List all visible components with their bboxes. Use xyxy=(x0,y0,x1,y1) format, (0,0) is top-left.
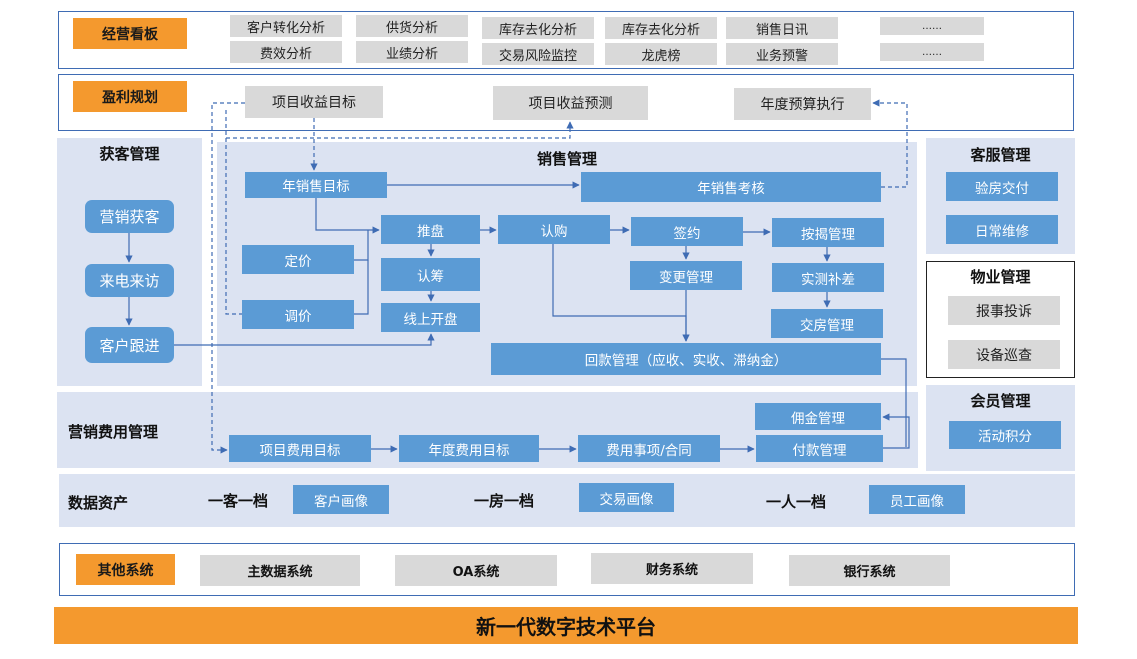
cost-commission[interactable]: 佣金管理 xyxy=(755,403,881,430)
service-item[interactable]: 验房交付 xyxy=(946,172,1058,201)
arrow-adjust-to-push xyxy=(354,260,369,315)
sales-raise[interactable]: 认筹 xyxy=(381,258,480,291)
dashboard-item[interactable]: …… xyxy=(880,43,984,61)
sales-annual-review[interactable]: 年销售考核 xyxy=(581,172,881,202)
cost-contract[interactable]: 费用事项/合同 xyxy=(578,435,720,462)
sales-change[interactable]: 变更管理 xyxy=(630,261,742,290)
service-title: 客服管理 xyxy=(970,145,1031,164)
acquire-title: 获客管理 xyxy=(99,144,160,163)
sales-measure[interactable]: 实测补差 xyxy=(772,263,884,292)
dashboard-item[interactable]: 供货分析 xyxy=(356,15,468,37)
sales-sign[interactable]: 签约 xyxy=(631,217,743,246)
dash-forecast-up xyxy=(226,121,574,139)
service-item[interactable]: 日常维修 xyxy=(946,215,1058,244)
sales-subscribe[interactable]: 认购 xyxy=(498,215,610,244)
profit-target[interactable]: 项目收益目标 xyxy=(245,86,383,118)
dash-profit-left xyxy=(211,102,245,454)
profit-title[interactable]: 盈利规划 xyxy=(73,81,187,112)
sales-payment[interactable]: 回款管理（应收、实收、滞纳金） xyxy=(491,343,881,375)
cost-annual[interactable]: 年度费用目标 xyxy=(399,435,539,462)
sales-mortgage[interactable]: 按揭管理 xyxy=(772,218,884,247)
cost-project[interactable]: 项目费用目标 xyxy=(229,435,371,462)
sales-price-adjust[interactable]: 调价 xyxy=(242,300,354,329)
data-assets-label: 一人一档 xyxy=(766,493,827,511)
dashboard-item[interactable]: 客户转化分析 xyxy=(230,15,342,37)
dashboard-item[interactable]: 库存去化分析 xyxy=(605,17,717,39)
other-title[interactable]: 其他系统 xyxy=(76,554,175,585)
dash-to-forecast xyxy=(225,110,242,315)
property-item[interactable]: 报事投诉 xyxy=(948,296,1060,325)
sales-online-open[interactable]: 线上开盘 xyxy=(381,303,480,332)
cost-pay[interactable]: 付款管理 xyxy=(756,435,883,462)
arrow-payment-to-pay xyxy=(881,358,907,447)
dashboard-item[interactable]: 业务预警 xyxy=(726,43,838,65)
other-item[interactable]: 主数据系统 xyxy=(200,555,360,586)
member-item[interactable]: 活动积分 xyxy=(949,421,1061,449)
data-assets-tag[interactable]: 客户画像 xyxy=(293,485,389,514)
arrow-pay-to-commission xyxy=(882,413,910,449)
data-assets-tag[interactable]: 交易画像 xyxy=(579,483,674,512)
sales-push[interactable]: 推盘 xyxy=(381,215,480,244)
arrow-target-to-push xyxy=(315,198,380,234)
platform-footer: 新一代数字技术平台 xyxy=(54,607,1078,644)
arrow-pricing-to-push xyxy=(354,230,369,261)
dashboard-title[interactable]: 经营看板 xyxy=(73,18,187,49)
acquire-item[interactable]: 营销获客 xyxy=(85,200,174,233)
arrow-subscribe-to-payment xyxy=(552,244,690,342)
other-item[interactable]: OA系统 xyxy=(395,555,557,586)
acquire-item[interactable]: 来电来访 xyxy=(85,264,174,297)
data-assets-label: 一房一档 xyxy=(474,492,535,510)
other-item[interactable]: 财务系统 xyxy=(591,553,753,584)
dashboard-item[interactable]: 交易风险监控 xyxy=(482,43,594,65)
sales-title: 销售管理 xyxy=(536,149,597,168)
marketing-cost-title: 营销费用管理 xyxy=(68,423,159,441)
dashboard-item[interactable]: 销售日讯 xyxy=(726,17,838,39)
acquire-item[interactable]: 客户跟进 xyxy=(85,327,174,363)
profit-budget[interactable]: 年度预算执行 xyxy=(734,88,871,120)
profit-forecast[interactable]: 项目收益预测 xyxy=(493,86,648,120)
dashboard-item[interactable]: 龙虎榜 xyxy=(605,43,717,65)
dashboard-item[interactable]: …… xyxy=(880,17,984,35)
data-assets-label: 一客一档 xyxy=(208,492,269,510)
data-assets-tag[interactable]: 员工画像 xyxy=(869,485,965,514)
sales-pricing[interactable]: 定价 xyxy=(242,245,354,274)
property-title: 物业管理 xyxy=(970,267,1031,286)
sales-annual-target[interactable]: 年销售目标 xyxy=(245,172,387,198)
data-assets-title: 数据资产 xyxy=(68,494,129,512)
dashboard-item[interactable]: 库存去化分析 xyxy=(482,17,594,39)
other-item[interactable]: 银行系统 xyxy=(789,555,950,586)
dash-review-to-budget xyxy=(872,99,908,188)
sales-delivery[interactable]: 交房管理 xyxy=(771,309,883,338)
member-title: 会员管理 xyxy=(970,391,1031,410)
dashboard-item[interactable]: 费效分析 xyxy=(230,41,342,63)
dashboard-item[interactable]: 业绩分析 xyxy=(356,41,468,63)
arrow-follow-to-online xyxy=(174,333,435,346)
property-item[interactable]: 设备巡查 xyxy=(948,340,1060,369)
